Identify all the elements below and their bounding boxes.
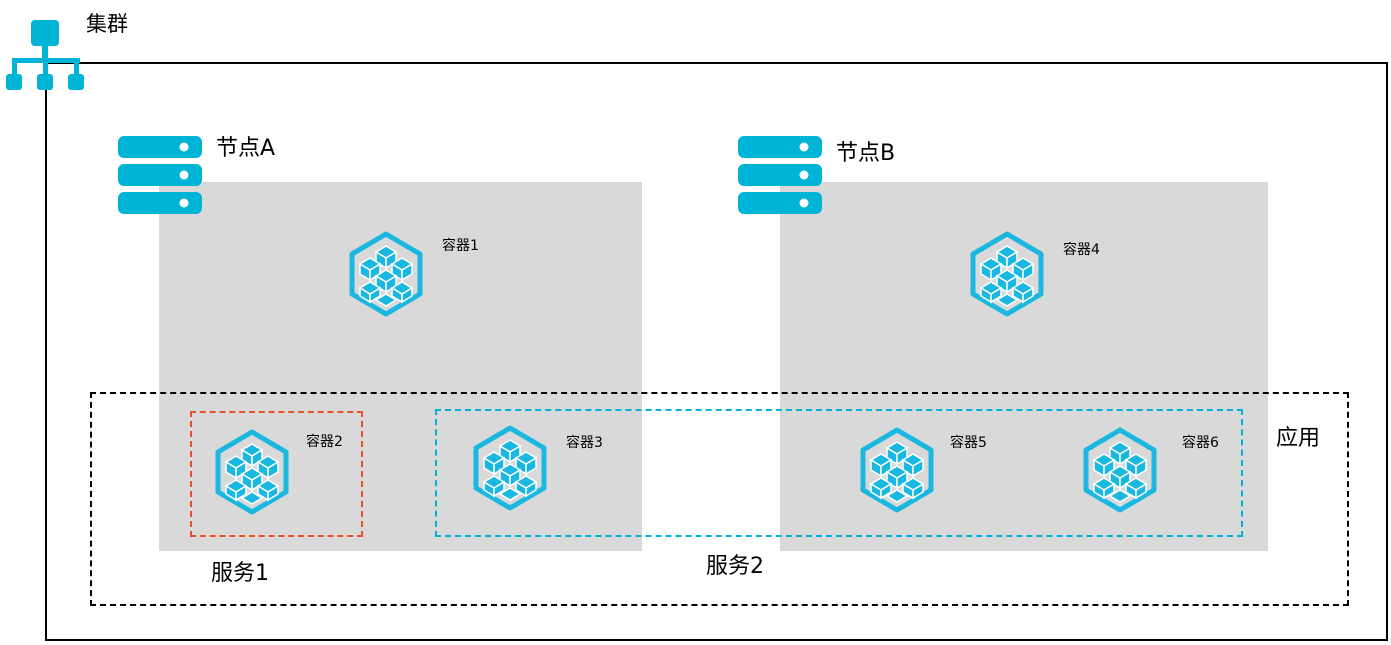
container-cube-icon: [857, 426, 937, 514]
cluster-frame: [45, 62, 1388, 641]
app-label: 应用: [1276, 426, 1321, 451]
container-3-label: 容器3: [566, 435, 603, 451]
service-2-label: 服务2: [706, 554, 764, 579]
container-1-label: 容器1: [442, 238, 479, 254]
container-cube-icon: [1080, 426, 1160, 514]
app-frame: [90, 392, 1349, 606]
cluster-label: 集群: [86, 12, 128, 36]
service-1-label: 服务1: [211, 561, 269, 586]
container-2-label: 容器2: [306, 434, 343, 450]
cluster-network-icon: [6, 20, 84, 90]
server-icon: [118, 136, 202, 214]
container-cube-icon: [470, 424, 550, 512]
container-cube-icon: [967, 230, 1047, 318]
node-b-label: 节点B: [836, 141, 896, 166]
container-5-label: 容器5: [950, 435, 987, 451]
container-6-label: 容器6: [1182, 435, 1219, 451]
service-1-frame: [190, 411, 363, 537]
container-4-label: 容器4: [1063, 242, 1100, 258]
container-cube-icon: [212, 428, 292, 516]
server-icon: [738, 136, 822, 214]
container-cube-icon: [346, 230, 426, 318]
service-2-frame: [435, 409, 1243, 537]
node-a-label: 节点A: [216, 136, 276, 161]
